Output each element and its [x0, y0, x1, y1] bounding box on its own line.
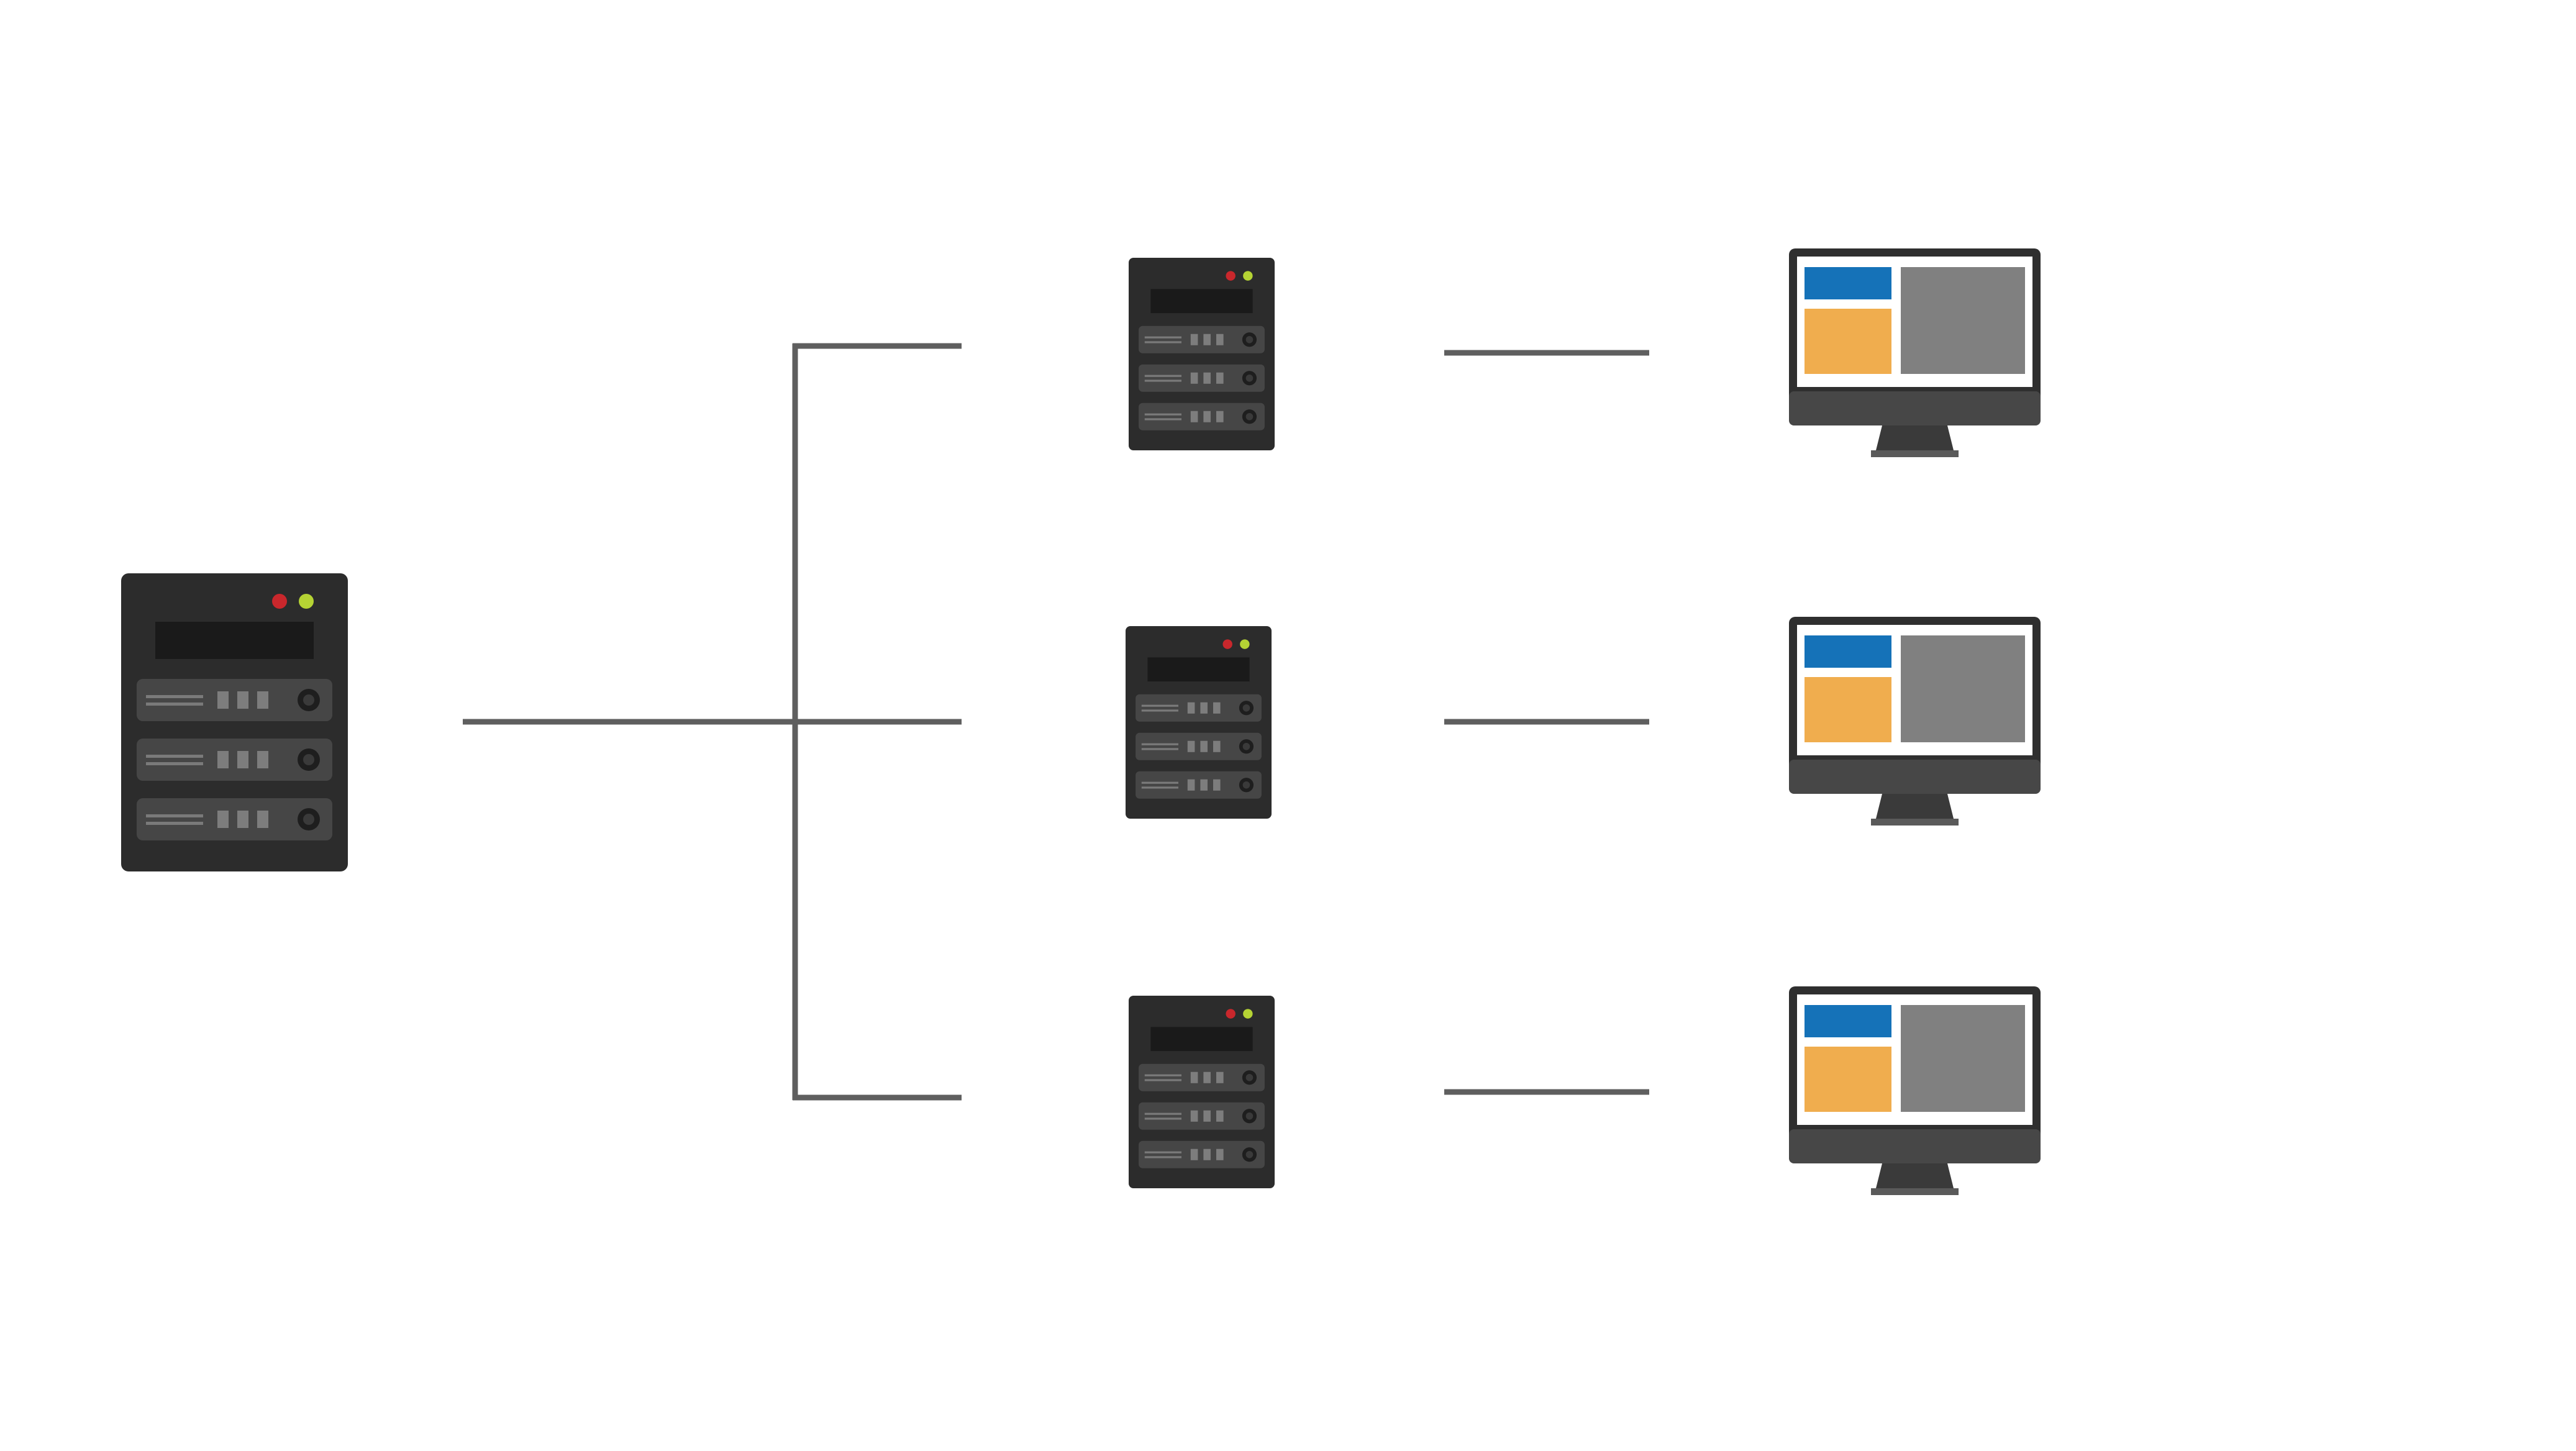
green-led-icon	[1243, 271, 1253, 281]
blue-panel	[1805, 635, 1891, 668]
blue-panel	[1805, 1005, 1891, 1037]
drive-bay	[1136, 732, 1262, 760]
gray-panel	[1901, 1005, 2025, 1112]
drive-bay	[1136, 694, 1262, 722]
drive-bay	[137, 739, 332, 781]
server-display	[1147, 657, 1250, 682]
server-display	[155, 622, 314, 659]
drive-bay	[1139, 403, 1265, 430]
drive-bay	[1139, 325, 1265, 353]
monitor-base	[1871, 1188, 1959, 1195]
connectors	[463, 343, 1649, 1101]
main-server-icon-main	[121, 573, 348, 871]
orange-panel	[1805, 309, 1891, 374]
server-display	[1150, 1027, 1253, 1052]
gray-panel	[1901, 635, 2025, 742]
green-led-icon	[1240, 639, 1250, 649]
drive-bay	[1139, 364, 1265, 392]
monitor-icon-m1	[1789, 248, 2041, 457]
monitor-icon-m3	[1789, 986, 2041, 1195]
server-icon-s2	[1126, 626, 1272, 819]
drive-bay	[1139, 1140, 1265, 1168]
red-led-icon	[1222, 639, 1232, 649]
monitor-base	[1871, 450, 1959, 457]
red-led-icon	[1226, 271, 1236, 281]
monitor-stand	[1876, 794, 1954, 819]
monitor-base	[1871, 819, 1959, 826]
orange-panel	[1805, 677, 1891, 742]
red-led-icon	[272, 594, 287, 609]
server-icon-s3	[1129, 996, 1275, 1188]
monitor-icon-m2	[1789, 617, 2041, 826]
red-led-icon	[1226, 1009, 1236, 1019]
drive-bay	[137, 798, 332, 840]
drive-bay	[1136, 771, 1262, 799]
drive-bay	[1139, 1063, 1265, 1091]
green-led-icon	[1243, 1009, 1253, 1019]
green-led-icon	[299, 594, 314, 609]
nodes	[121, 248, 2041, 1195]
drive-bay	[1139, 1102, 1265, 1130]
monitor-stand	[1876, 1163, 1954, 1188]
orange-panel	[1805, 1047, 1891, 1112]
server-display	[1150, 289, 1253, 314]
server-icon-s1	[1129, 258, 1275, 450]
blue-panel	[1805, 267, 1891, 299]
monitor-stand	[1876, 425, 1954, 450]
drive-bay	[137, 679, 332, 721]
gray-panel	[1901, 267, 2025, 374]
